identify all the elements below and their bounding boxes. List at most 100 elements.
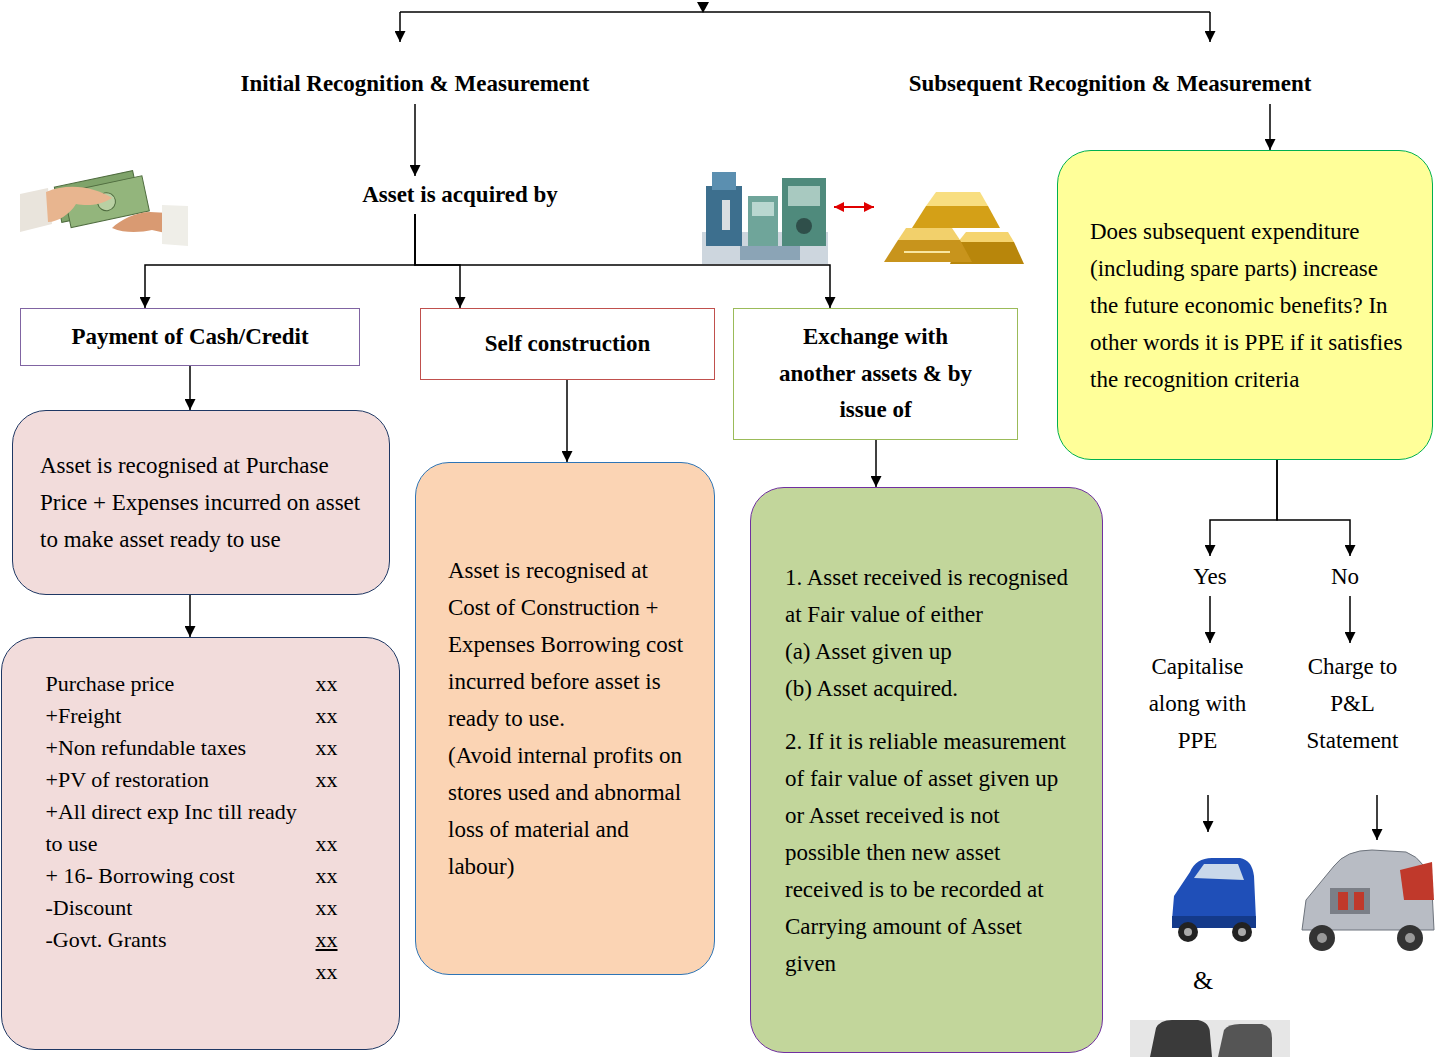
branch-label: Yes (1170, 556, 1250, 596)
cost-table-text: xx (316, 764, 376, 796)
money-handover-picture-part (162, 205, 188, 246)
flow-arrow (1349, 596, 1351, 643)
machinery-picture-part (788, 186, 820, 206)
money-handover-picture (20, 169, 188, 246)
flow-arrow (189, 595, 191, 637)
top-split-arrows (400, 2, 1210, 42)
gold-bars-picture-part (958, 232, 1014, 242)
cost-table-text: xx (316, 860, 376, 892)
rule-box-text: Asset is recognised at Cost of Construct… (448, 552, 690, 737)
branch-label-text: No (1307, 558, 1383, 595)
gold-bars-picture-part (926, 192, 988, 206)
outcome-label: Capitalise along with PPE (1135, 643, 1260, 763)
joining-sign: & (1193, 966, 1213, 996)
top-split-arrows-part (697, 2, 709, 13)
cost-table-text: +PV of restoration (46, 764, 316, 796)
branch-label-text: Yes (1172, 558, 1248, 595)
gold-bars-picture (884, 192, 1024, 264)
car-picture-part (1232, 922, 1252, 942)
car-parts-picture-part (1309, 925, 1335, 951)
machinery-picture-part (782, 178, 826, 246)
flow-arrow (875, 440, 877, 487)
machinery-picture-part (706, 186, 742, 246)
cost-table-text: -Discount (46, 892, 316, 924)
cost-table-text: Purchase price (46, 668, 316, 700)
car-parts-picture-part (1354, 892, 1364, 910)
flow-arrow (1210, 460, 1277, 556)
car-parts-picture-part (1330, 888, 1370, 914)
car-parts-picture-part (1302, 850, 1434, 930)
flow-arrow (1277, 460, 1350, 556)
method-box-text: Exchange with another assets & by issue … (772, 319, 979, 429)
flow-arrow (566, 380, 568, 462)
top-split-arrows-part (399, 12, 401, 42)
cost-table-text: xx (316, 828, 376, 860)
cost-table-text: xx (316, 956, 376, 988)
branch-label: No (1305, 556, 1385, 596)
section-heading-text: Initial Recognition & Measurement (184, 69, 646, 99)
outcome-arrows (1208, 795, 1377, 840)
car-picture-part (1238, 928, 1246, 936)
car-parts-picture (1302, 850, 1434, 951)
top-split-arrows-part (400, 11, 1210, 13)
cost-table-text: +Non refundable taxes (46, 732, 316, 764)
top-split-arrows-part (1209, 12, 1211, 42)
gold-bars-picture-part (898, 228, 960, 240)
car-parts-picture-part (1338, 892, 1348, 910)
cost-table-text: xx (316, 924, 376, 956)
cost-table-text: xx (316, 700, 376, 732)
rule-box-text: 2. If it is reliable measurement of fair… (785, 723, 1076, 982)
exchange-arrow-part (834, 206, 874, 208)
rule-box-text: 1. Asset received is recognised at Fair … (785, 559, 1076, 633)
flow-arrow (414, 104, 416, 176)
gold-bars-picture-part (912, 206, 1000, 228)
flow-arrow (415, 214, 830, 308)
money-handover-picture-part (46, 187, 112, 222)
section-heading: Subsequent Recognition & Measurement (835, 64, 1385, 104)
machinery-picture-part (712, 172, 736, 190)
cost-table-text: +All direct exp Inc till ready to use (46, 796, 316, 860)
machinery-picture-part (796, 218, 812, 234)
rule-box-text: (b) Asset acquired. (785, 670, 1076, 707)
machinery-picture-part (748, 196, 778, 246)
rule-box-text: (a) Asset given up (785, 633, 1076, 670)
method-box: Payment of Cash/Credit (20, 308, 360, 366)
machinery-picture-part (752, 202, 774, 216)
step-heading-text: Asset is acquired by (324, 180, 596, 210)
car-picture-part (1194, 864, 1244, 880)
rule-box: Asset is recognised at Purchase Price + … (12, 410, 390, 595)
gold-bars-picture-part (904, 251, 950, 253)
rule-box-text: Asset is recognised at Purchase Price + … (40, 447, 367, 558)
car-picture-part (1178, 922, 1198, 942)
car-parts-picture-part (1397, 925, 1423, 951)
outcome-label: Charge to P&L Statement (1290, 643, 1415, 763)
car-picture (1172, 858, 1256, 942)
flow-arrow (1209, 596, 1211, 643)
car-parts-picture-part (1400, 862, 1434, 900)
cost-table-text: xx (316, 668, 376, 700)
machinery-picture-part (740, 246, 800, 260)
cost-table-text: +Freight (46, 700, 316, 732)
car-seat-picture (1130, 1020, 1290, 1057)
flow-arrow (1269, 104, 1271, 150)
cost-table: Purchase pricexx+Freightxx+Non refundabl… (1, 637, 400, 1050)
outcome-label-text: Charge to P&L Statement (1292, 648, 1413, 759)
section-heading: Initial Recognition & Measurement (180, 64, 650, 104)
rule-box: Asset is recognised at Cost of Construct… (415, 462, 715, 975)
method-box-text: Payment of Cash/Credit (33, 319, 347, 356)
flow-arrow (189, 366, 191, 410)
outcome-label-text: Capitalise along with PPE (1137, 648, 1258, 759)
flow-arrow (145, 214, 415, 308)
car-seat-picture-part (1218, 1024, 1272, 1057)
exchange-arrow (834, 207, 874, 208)
machinery-picture (702, 172, 828, 264)
machinery-picture-part (722, 200, 730, 230)
outcome-arrows-part (1207, 795, 1209, 832)
section-heading-text: Subsequent Recognition & Measurement (839, 69, 1381, 99)
rule-box: 1. Asset received is recognised at Fair … (750, 487, 1103, 1053)
cost-table-text: xx (316, 892, 376, 924)
question-box: Does subsequent expenditure (including s… (1057, 150, 1433, 460)
cost-table-text: xx (316, 732, 376, 764)
